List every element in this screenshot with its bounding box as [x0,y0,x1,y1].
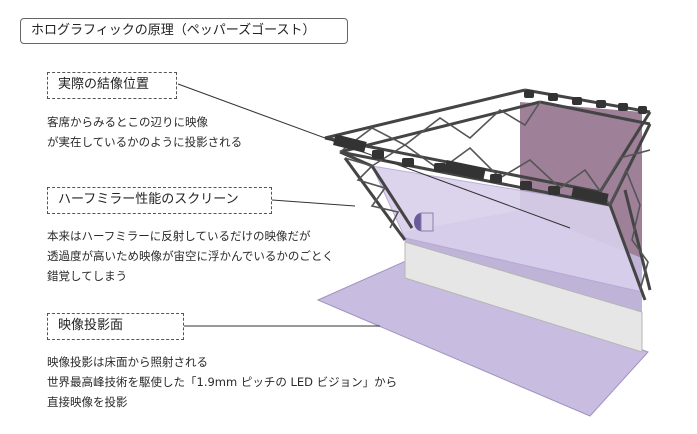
desc-line: 直接映像を投影 [47,395,128,409]
speaker-icon [333,134,367,153]
stage-light-icon [618,103,628,111]
desc-line: 客席からみるとこの辺りに映像 [47,115,208,129]
stage-light-icon [402,158,414,167]
stage-lights [333,90,647,205]
stage-light-icon [548,186,560,195]
stage-light-icon [548,93,558,101]
desc-line: 本来はハーフミラーに反射しているだけの映像だが [47,229,311,243]
desc-line: 映像投影は床面から照射される [47,355,208,369]
stage-light-icon [596,100,606,108]
stage-front [404,241,643,353]
callout-desc-image-position: 客席からみるとこの辺りに映像 が実在しているかのように投影される [47,112,242,152]
callout-desc-projection-surface: 映像投影は床面から照射される 世界最高峰技術を駆使した「1.9mm ピッチの L… [47,352,397,412]
stage-light-icon [524,90,534,98]
stage-light-icon [520,181,532,190]
ghost-image-icon [414,212,434,232]
floor-projection-screen [316,259,649,417]
desc-line: が実在しているかのように投影される [47,135,243,149]
desc-line: 錯覚してしまう [47,269,128,283]
speaker-icon [571,186,609,205]
callout-label-projection-surface: 映像投影面 [47,313,184,340]
stage-light-icon [638,106,647,114]
leader-lines [177,83,571,327]
page-title: ホログラフィックの原理（ペッパーズゴースト） [20,18,348,44]
stage-light-icon [434,163,446,172]
desc-line: 世界最高峰技術を駆使した「1.9mm ピッチの LED ビジョン」から [47,375,398,389]
callout-desc-half-mirror: 本来はハーフミラーに反射しているだけの映像だが 透過度が高いため映像が宙空に浮か… [47,226,334,286]
stage-light-icon [572,97,582,105]
desc-line: 透過度が高いため映像が宙空に浮かんでいるかのごとく [47,249,334,263]
callout-label-image-position: 実際の結像位置 [47,72,177,99]
callout-label-half-mirror: ハーフミラー性能のスクリーン [47,187,272,214]
stage-light-icon [490,174,502,183]
speaker-icon [444,159,486,181]
